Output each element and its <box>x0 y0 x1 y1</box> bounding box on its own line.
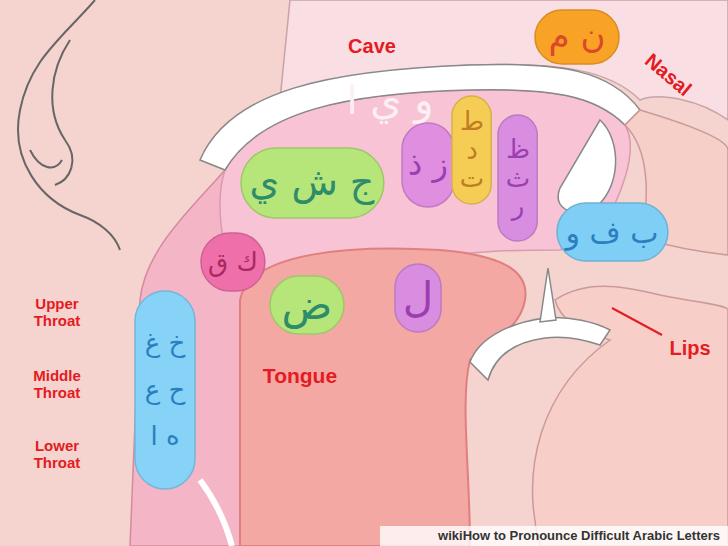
blob-content: ل <box>403 275 434 321</box>
letter-blob: ظ ث ر <box>497 114 538 242</box>
blob-fill <box>535 10 619 64</box>
arabic-letters: ظ ث ر <box>502 135 533 221</box>
ear-inner <box>52 40 72 185</box>
blob-fill <box>201 233 265 291</box>
blob-fill <box>557 203 668 261</box>
blob-content: ظ ث ر <box>502 135 533 221</box>
letter-blob: ض <box>269 275 345 335</box>
lower-jaw <box>470 318 610 380</box>
blob-fill <box>498 115 537 241</box>
blob-content: ز ذ <box>407 147 449 182</box>
blob-content: ب ف و <box>566 216 659 249</box>
watermark: wikiHow to Pronounce Difficult Arabic Le… <box>384 529 720 544</box>
arabic-letters: ك ق <box>208 248 258 277</box>
letter-blob: ز ذ <box>401 122 455 208</box>
arabic-letters: ه ا <box>150 422 179 451</box>
blob-content: ك ق <box>208 248 258 277</box>
epiglottis <box>200 480 232 546</box>
blob-content: ج ش ي <box>250 162 375 204</box>
blob-fill <box>402 123 454 207</box>
watermark-bar <box>380 526 728 546</box>
arabic-letters: و ي ا <box>346 77 433 123</box>
letter-blob: ج ش ي <box>240 147 385 219</box>
letter-blob: ط د ت <box>451 95 492 205</box>
region-label: Middle Throat <box>21 367 93 402</box>
tongue <box>240 248 526 546</box>
arabic-letters: ط د ت <box>456 107 487 193</box>
letter-blob: ك ق <box>200 232 266 292</box>
region-label: Cave <box>348 35 396 58</box>
blob-fill <box>395 264 441 332</box>
arabic-letters: ب ف و <box>566 216 659 249</box>
blob-content: ط د ت <box>456 107 487 193</box>
arabic-letters: ل <box>403 275 434 321</box>
letter-blob: ل <box>394 263 442 333</box>
arabic-letters: خ غ <box>145 329 186 358</box>
blob-fill <box>452 96 491 204</box>
letter-blob: خ غ ح ع ه ا <box>134 290 196 490</box>
blob-content: ض <box>282 282 333 328</box>
blob-content: خ غ ح ع ه ا <box>145 329 186 451</box>
blob-fill <box>135 291 195 489</box>
arabic-letters: ز ذ <box>408 147 448 182</box>
region-label: Lips <box>669 337 710 360</box>
blob-fill <box>270 276 344 334</box>
ear-outline <box>18 0 120 250</box>
blob-content: ن م <box>549 18 606 55</box>
blob-fill <box>241 148 384 218</box>
lower-tooth <box>540 268 556 322</box>
leader-line <box>612 308 662 335</box>
arabic-letters: ض <box>282 282 333 328</box>
ear-lobe <box>30 150 62 167</box>
arabic-letters: ح ع <box>145 376 186 405</box>
arabic-letters: ج ش ي <box>250 162 375 204</box>
region-label: Upper Throat <box>21 295 93 330</box>
region-label: Lower Throat <box>21 437 93 472</box>
region-label: Tongue <box>263 364 337 388</box>
arabic-letters: ن م <box>549 18 606 55</box>
letter-blob: ن م <box>534 9 620 65</box>
letter-blob: ب ف و <box>556 202 669 262</box>
